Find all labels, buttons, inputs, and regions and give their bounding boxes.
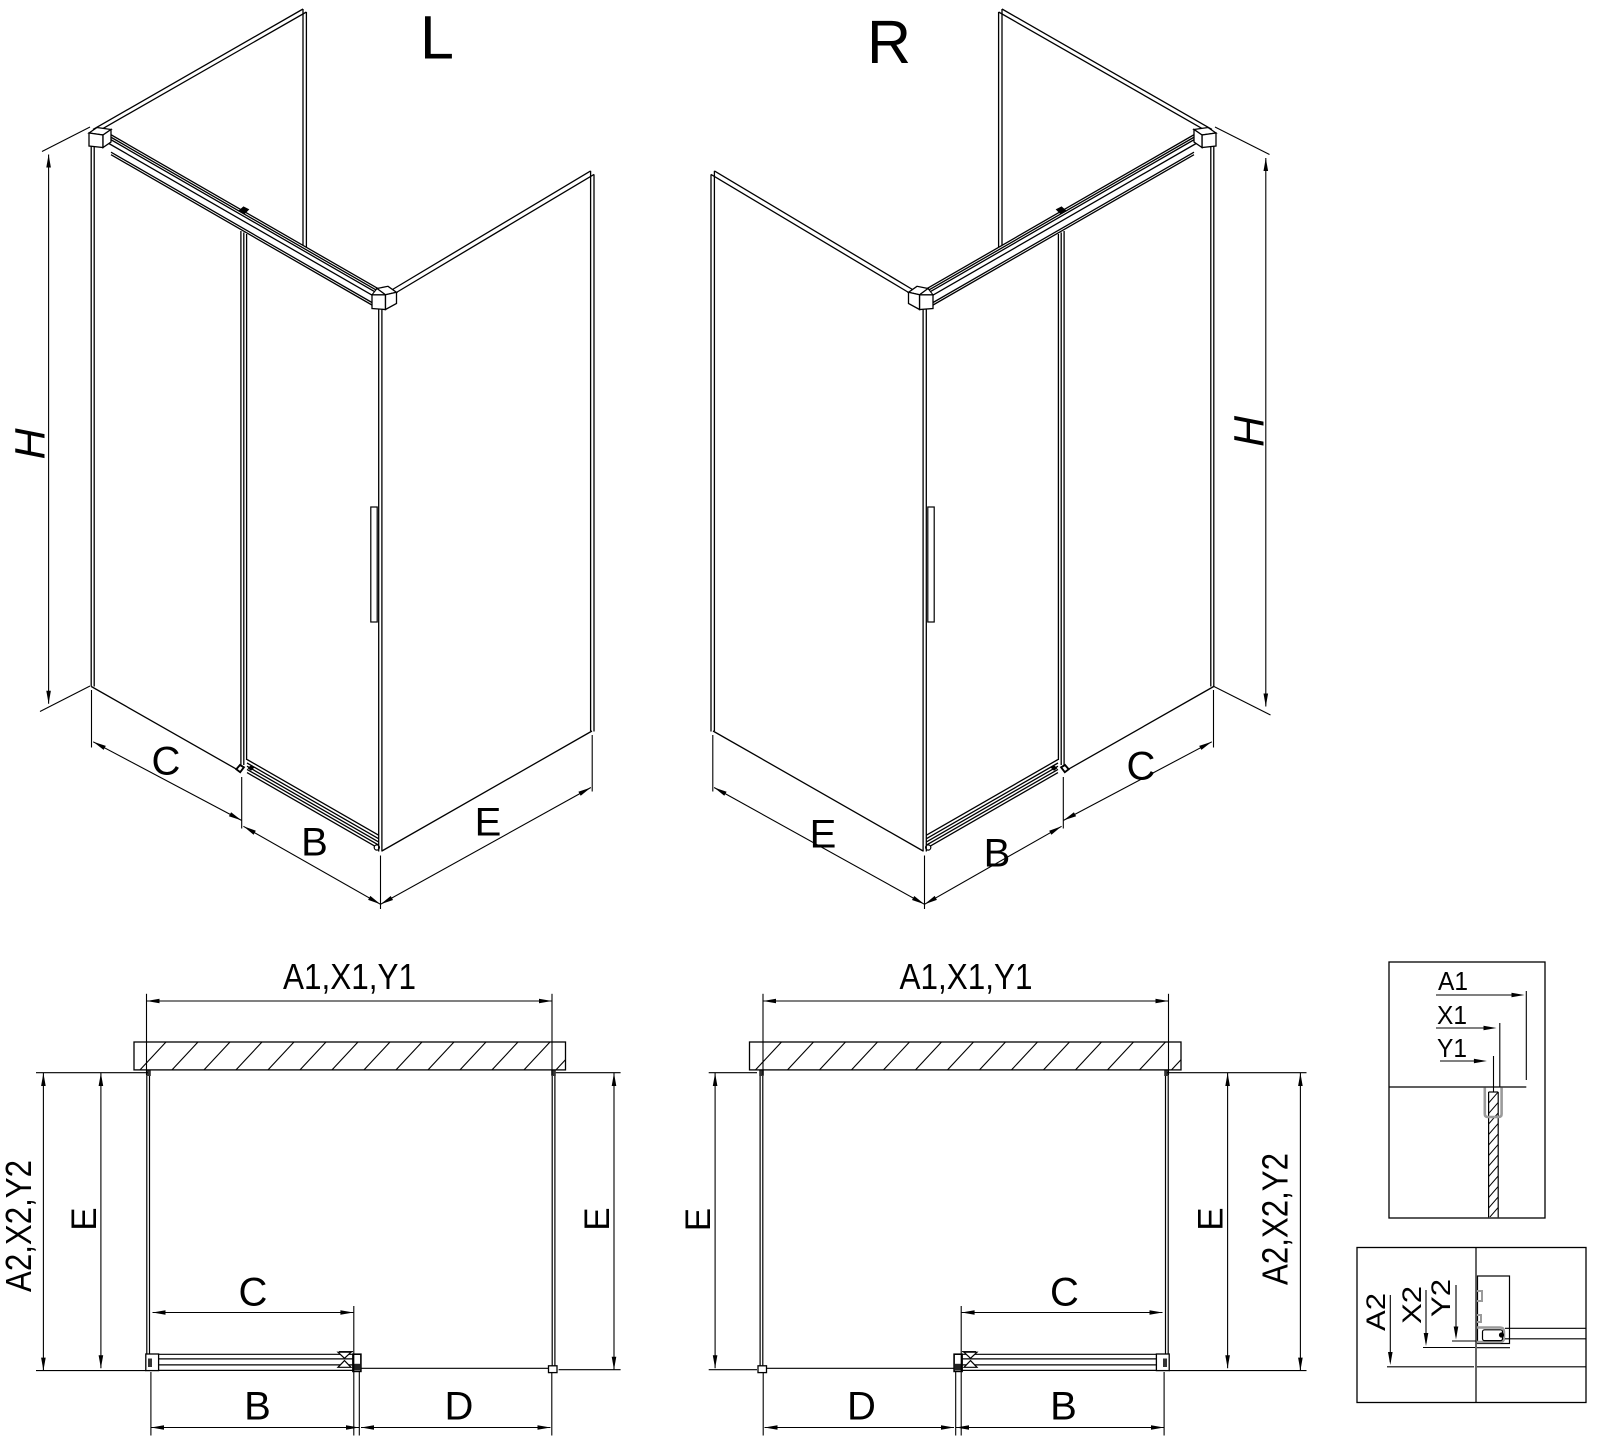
svg-text:E: E bbox=[1192, 1207, 1231, 1230]
svg-text:E: E bbox=[475, 801, 502, 845]
svg-text:H: H bbox=[1226, 415, 1274, 447]
svg-text:B: B bbox=[301, 821, 328, 865]
svg-text:A1: A1 bbox=[1438, 966, 1468, 996]
svg-text:A1,X1,Y1: A1,X1,Y1 bbox=[900, 956, 1033, 997]
svg-text:Y2: Y2 bbox=[1426, 1279, 1456, 1317]
svg-text:E: E bbox=[65, 1207, 104, 1230]
svg-text:R: R bbox=[867, 8, 911, 76]
svg-text:C: C bbox=[239, 1271, 268, 1315]
svg-text:A1,X1,Y1: A1,X1,Y1 bbox=[283, 956, 416, 997]
svg-text:A2,X2,Y2: A2,X2,Y2 bbox=[0, 1160, 39, 1292]
svg-text:X2: X2 bbox=[1397, 1286, 1427, 1324]
svg-text:A2: A2 bbox=[1361, 1293, 1391, 1331]
svg-text:C: C bbox=[152, 740, 181, 784]
svg-text:E: E bbox=[810, 813, 837, 857]
svg-text:D: D bbox=[445, 1385, 474, 1429]
svg-text:A2,X2,Y2: A2,X2,Y2 bbox=[1255, 1153, 1296, 1285]
svg-text:B: B bbox=[1050, 1385, 1077, 1429]
svg-text:L: L bbox=[420, 4, 454, 72]
svg-text:B: B bbox=[244, 1385, 271, 1429]
svg-text:H: H bbox=[7, 428, 55, 460]
svg-text:E: E bbox=[578, 1207, 617, 1230]
svg-text:D: D bbox=[847, 1385, 876, 1429]
svg-text:C: C bbox=[1050, 1271, 1079, 1315]
svg-text:Y1: Y1 bbox=[1437, 1033, 1467, 1063]
svg-text:E: E bbox=[679, 1208, 718, 1231]
svg-text:B: B bbox=[984, 832, 1011, 876]
svg-text:X1: X1 bbox=[1437, 1000, 1467, 1030]
svg-text:C: C bbox=[1127, 745, 1156, 789]
